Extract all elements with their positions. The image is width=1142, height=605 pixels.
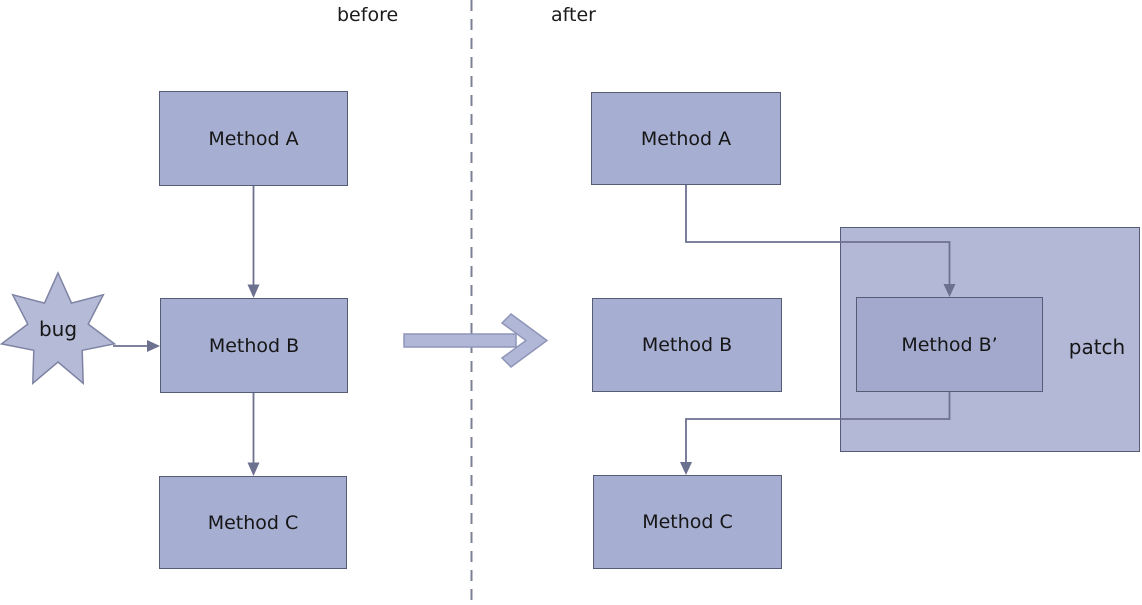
node-method-b-before: Method B — [160, 298, 348, 393]
node-label: Method C — [642, 511, 733, 533]
node-label: Method A — [208, 127, 299, 150]
transform-arrow-icon — [403, 313, 549, 368]
edge-a-to-b-before — [247, 186, 260, 298]
patch-label: patch — [1068, 335, 1126, 359]
node-method-a-before: Method A — [159, 91, 348, 186]
after-label: after — [551, 4, 596, 26]
bug-label: bug — [38, 317, 78, 341]
edge-b-to-c-before — [247, 393, 260, 476]
node-label: Method A — [640, 127, 732, 150]
node-method-b-after: Method B — [592, 298, 782, 392]
node-method-c-after: Method C — [593, 475, 782, 569]
node-label: Method B — [641, 334, 733, 356]
node-method-c-before: Method C — [159, 476, 347, 569]
node-method-b-prime: Method B’ — [856, 297, 1043, 392]
node-label: Method C — [207, 511, 299, 534]
node-method-a-after: Method A — [591, 92, 781, 185]
node-label: Method B’ — [901, 333, 998, 356]
before-label: before — [337, 4, 399, 26]
edge-bug-to-b — [113, 340, 160, 352]
node-label: Method B — [208, 334, 300, 357]
